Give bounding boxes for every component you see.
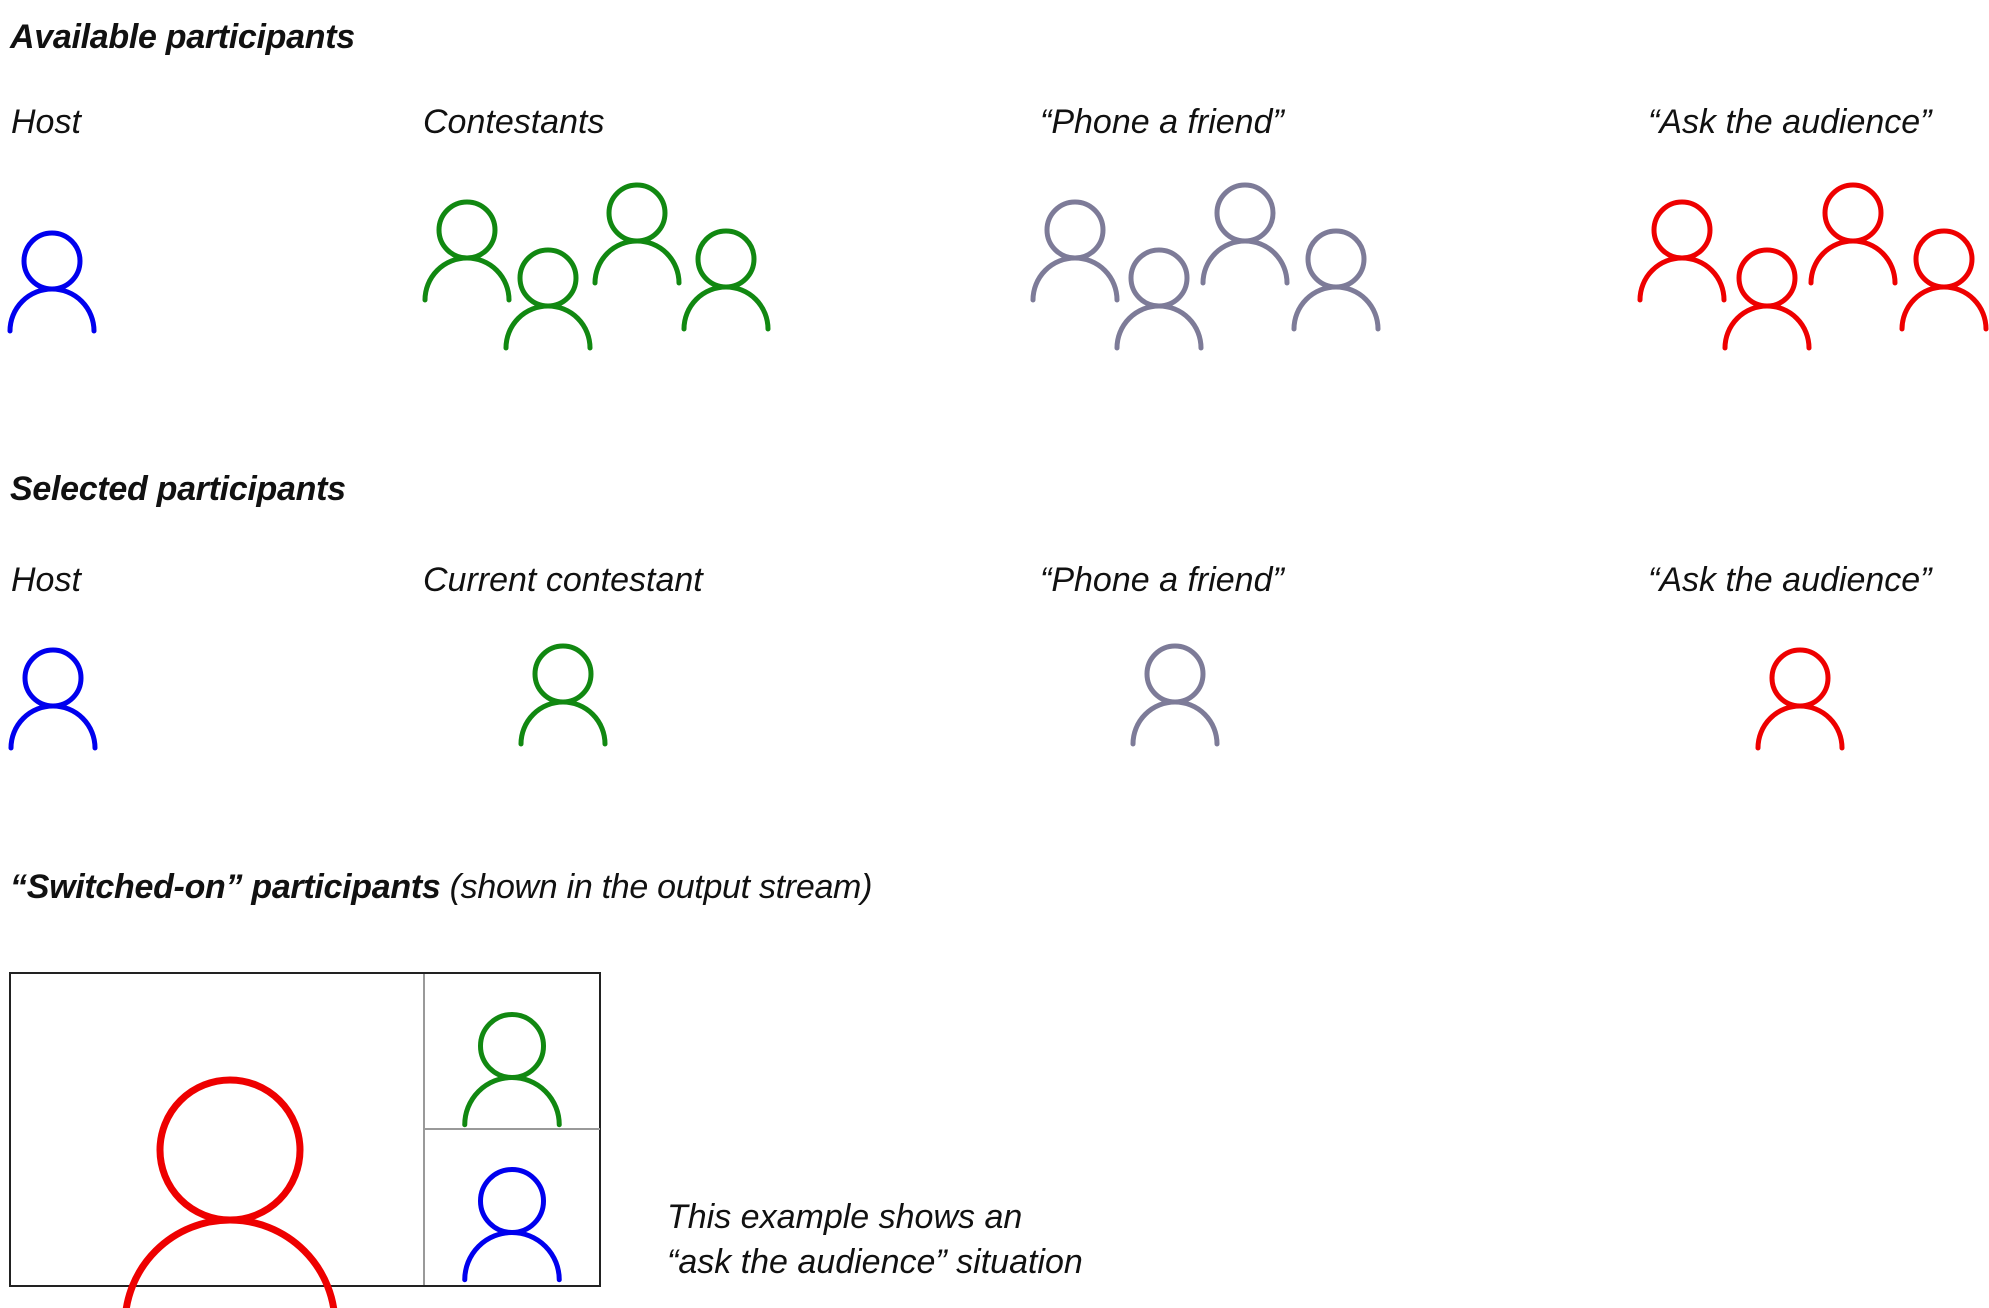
person-head — [1736, 247, 1798, 309]
person-shoulders — [462, 1230, 562, 1283]
person-icon — [1722, 247, 1812, 351]
person-shoulders — [1899, 284, 1989, 332]
person-head — [436, 199, 498, 261]
switched-on-heading-subtitle: (shown in the output stream) — [440, 868, 873, 906]
person-icon — [7, 230, 97, 334]
selected-friend-label: “Phone a friend” — [1040, 561, 1284, 599]
person-shoulders — [422, 255, 512, 303]
available-host-label: Host — [11, 103, 81, 141]
person-head — [1214, 182, 1276, 244]
person-shoulders — [1755, 703, 1845, 751]
person-head — [478, 1012, 546, 1080]
person-icon — [518, 643, 608, 747]
person-shoulders — [1030, 255, 1120, 303]
person-icon — [1114, 247, 1204, 351]
available-audience-group — [1637, 182, 1989, 351]
person-head — [1651, 199, 1713, 261]
example-note-line-2: “ask the audience” situation — [667, 1243, 1083, 1281]
person-head — [1769, 647, 1831, 709]
person-shoulders — [462, 1075, 562, 1128]
person-shoulders — [1114, 303, 1204, 351]
person-head — [1044, 199, 1106, 261]
example-note-line-1: This example shows an — [667, 1198, 1023, 1236]
person-head — [1144, 643, 1206, 705]
available-contestants-label: Contestants — [423, 103, 605, 141]
person-icon — [592, 182, 682, 286]
selected-participants-heading: Selected participants — [10, 470, 346, 508]
output-stream-frame — [9, 972, 601, 1308]
selected-audience-label: “Ask the audience” — [1648, 561, 1932, 599]
person-icon — [1899, 228, 1989, 332]
available-participants-heading: Available participants — [10, 18, 355, 56]
available-friend-label: “Phone a friend” — [1040, 103, 1284, 141]
person-head — [22, 647, 84, 709]
person-shoulders — [1637, 255, 1727, 303]
person-shoulders — [1130, 699, 1220, 747]
person-shoulders — [7, 286, 97, 334]
person-head — [21, 230, 83, 292]
person-head — [1822, 182, 1884, 244]
switched-on-heading: “Switched-on” participants (shown in the… — [10, 868, 872, 907]
available-host-group — [7, 230, 97, 334]
person-shoulders — [1808, 238, 1898, 286]
person-icon — [422, 199, 512, 303]
selected-contestant-label: Current contestant — [423, 561, 703, 599]
person-icon — [503, 247, 593, 351]
person-shoulders — [1291, 284, 1381, 332]
person-head — [517, 247, 579, 309]
person-icon — [1200, 182, 1290, 286]
selected-host-label: Host — [11, 561, 81, 599]
person-shoulders — [592, 238, 682, 286]
person-icon — [681, 228, 771, 332]
person-head — [1128, 247, 1190, 309]
person-head — [1913, 228, 1975, 290]
person-shoulders — [122, 1216, 338, 1308]
person-head — [606, 182, 668, 244]
person-shoulders — [1722, 303, 1812, 351]
available-contestants-group — [422, 182, 771, 351]
person-shoulders — [518, 699, 608, 747]
person-icon — [1030, 199, 1120, 303]
person-icon — [1637, 199, 1727, 303]
person-shoulders — [503, 303, 593, 351]
person-head — [695, 228, 757, 290]
person-icon — [1130, 643, 1220, 747]
example-note: This example shows an “ask the audience”… — [667, 1195, 1083, 1285]
person-head — [156, 1076, 304, 1224]
person-icon — [462, 1012, 562, 1128]
person-icon — [1291, 228, 1381, 332]
person-icon — [1755, 647, 1845, 751]
person-shoulders — [8, 703, 98, 751]
person-shoulders — [681, 284, 771, 332]
person-icon — [462, 1167, 562, 1283]
person-head — [1305, 228, 1367, 290]
available-audience-label: “Ask the audience” — [1648, 103, 1932, 141]
available-friend-group — [1030, 182, 1381, 351]
person-head — [532, 643, 594, 705]
person-icon — [1808, 182, 1898, 286]
switched-on-heading-bold: “Switched-on” participants — [10, 868, 441, 906]
person-icon — [8, 647, 98, 751]
person-head — [478, 1167, 546, 1235]
person-icon — [122, 1076, 338, 1308]
person-shoulders — [1200, 238, 1290, 286]
